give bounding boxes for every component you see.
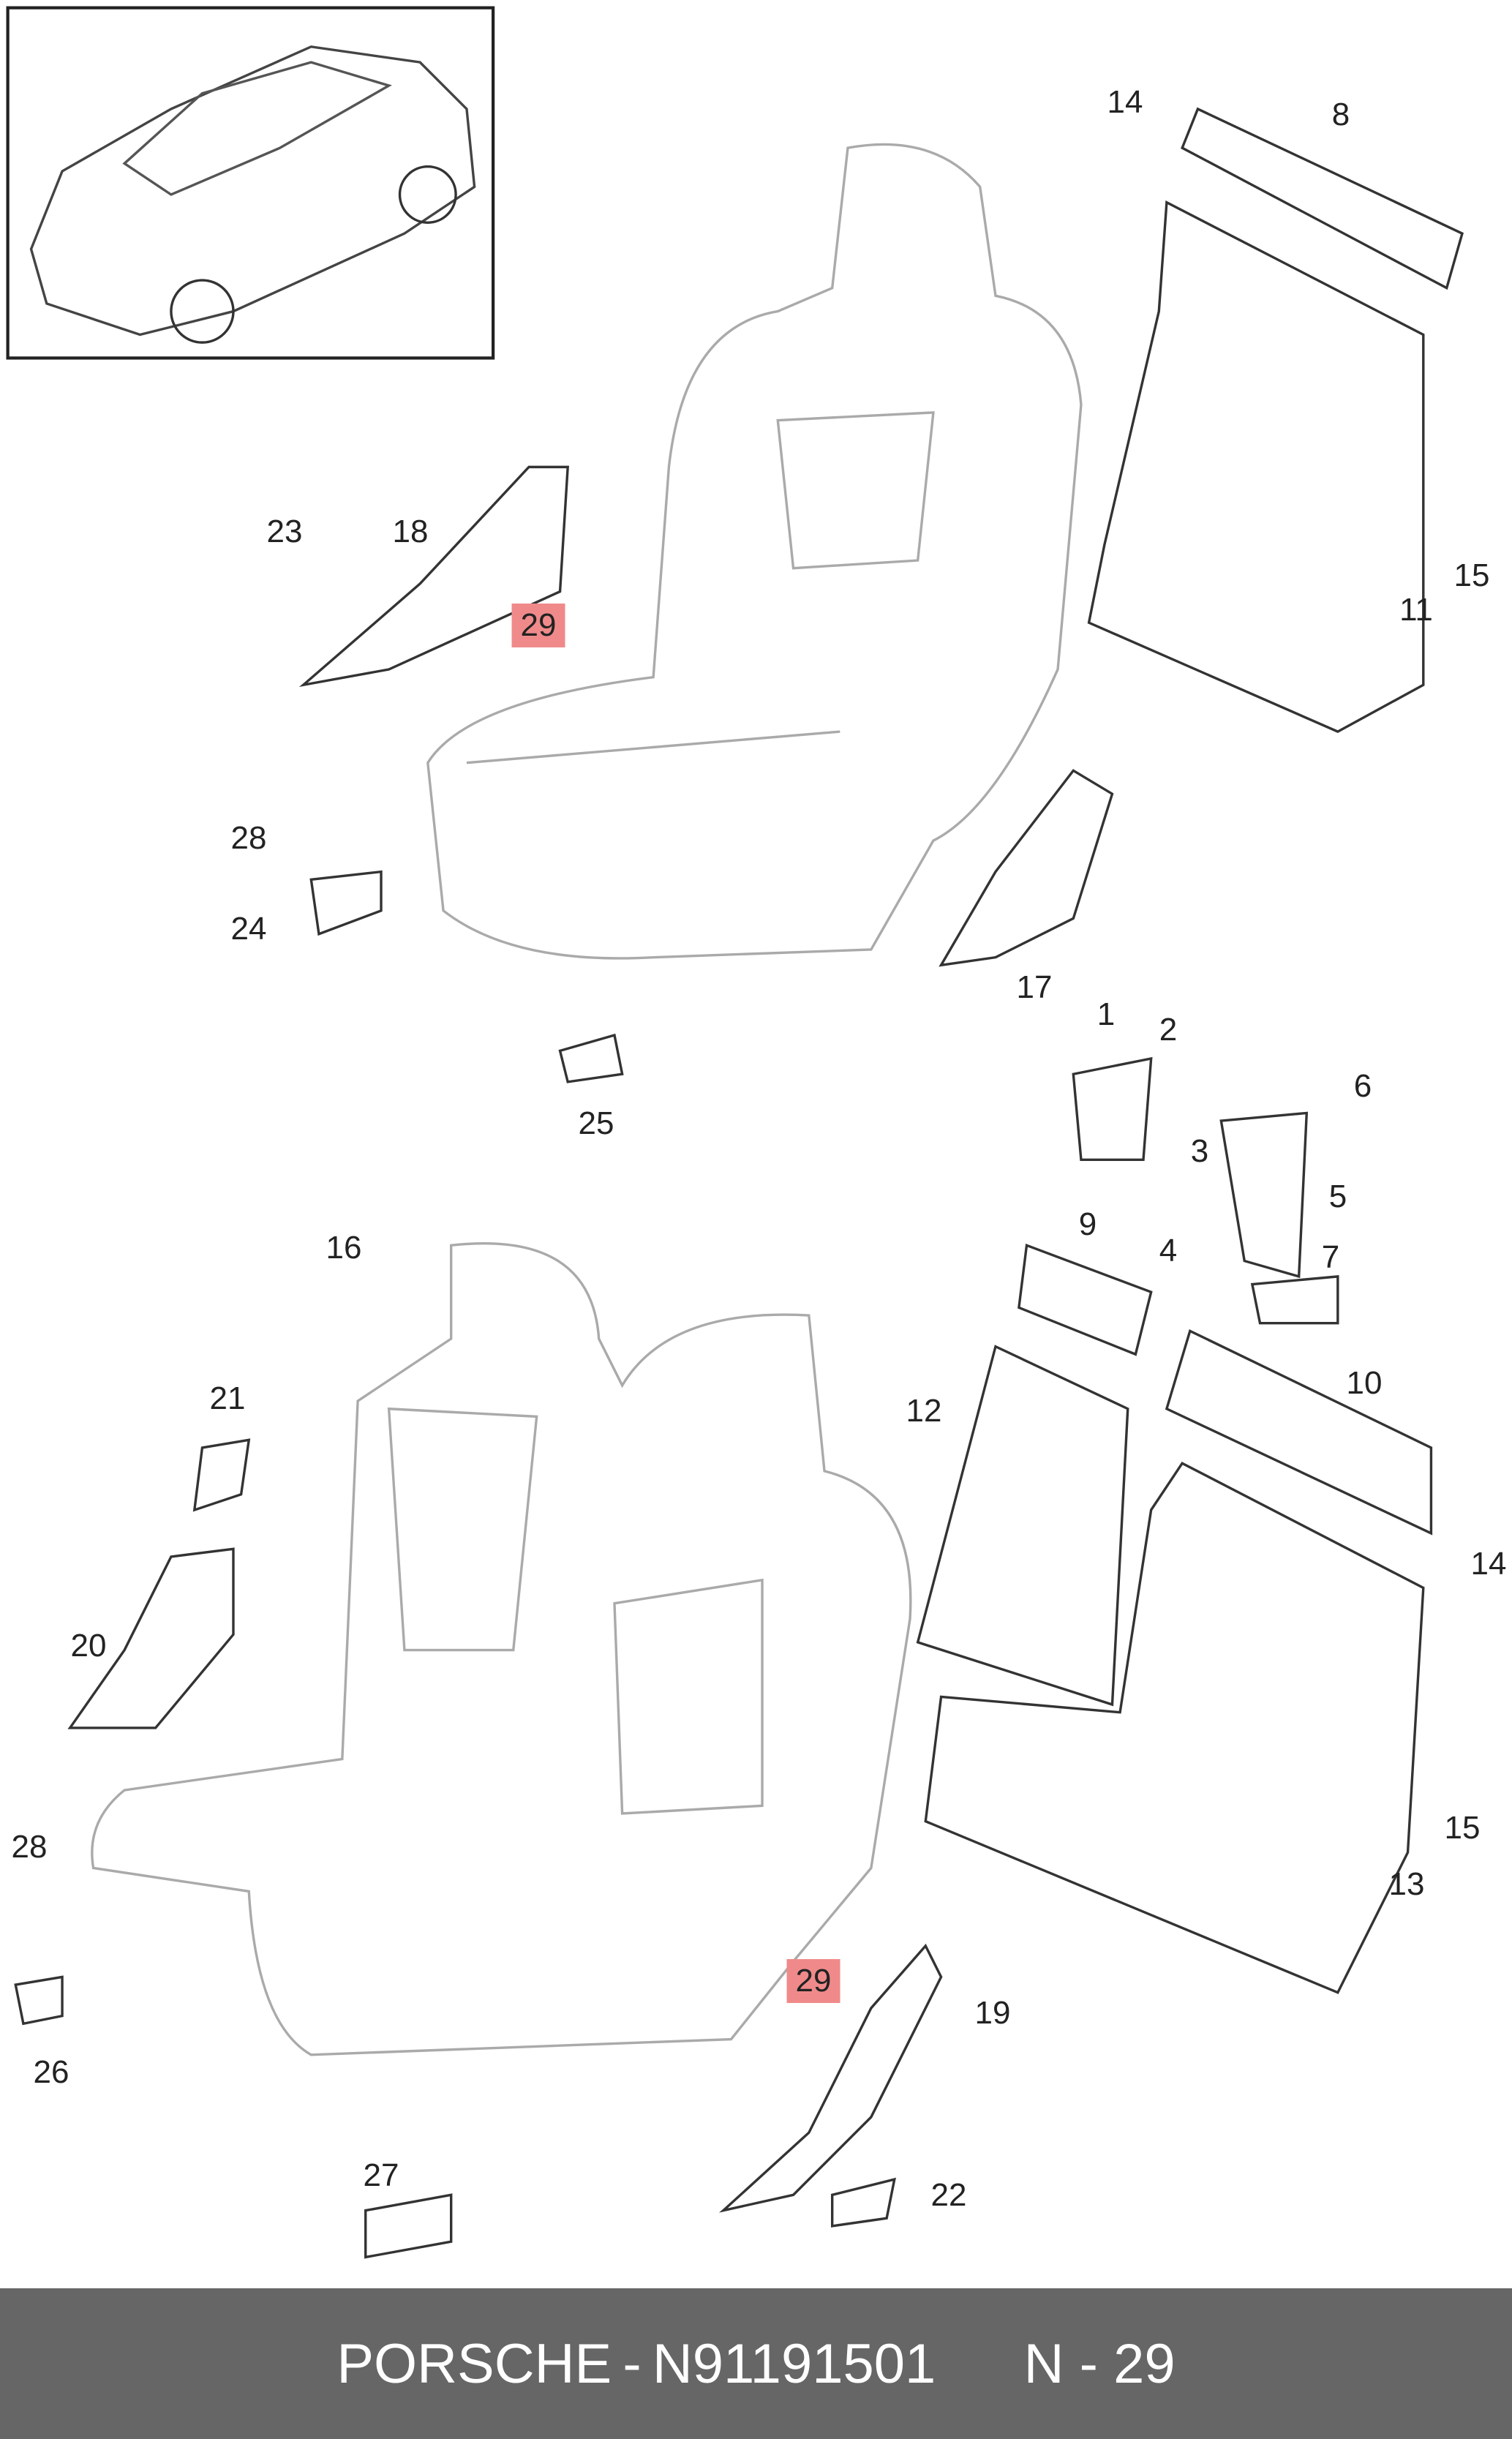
callout-12: 12 [906, 1393, 942, 1429]
vehicle-thumbnail [6, 6, 495, 360]
callout-16: 16 [326, 1230, 362, 1266]
callout-14: 14 [1107, 84, 1143, 120]
upper-trim-parts [298, 107, 1464, 1325]
callout-15-lower: 15 [1444, 1810, 1481, 1846]
rear-seat-outline [91, 1241, 912, 2056]
callout-6: 6 [1353, 1068, 1372, 1104]
callout-28: 28 [230, 820, 267, 856]
brand-name: PORSCHE [336, 2332, 612, 2395]
callout-18: 18 [392, 514, 429, 549]
callout-11: 11 [1399, 592, 1433, 628]
callout-9: 9 [1078, 1206, 1097, 1242]
callout-13: 13 [1388, 1866, 1425, 1902]
rear-backrest-panels [916, 1243, 1433, 1994]
part-number-footer: PORSCHE - N91191501 N - 29 [0, 2288, 1512, 2439]
callout-29-lower-highlighted: 29 [786, 1959, 840, 2003]
front-seat-outline [426, 143, 1083, 960]
callout-8: 8 [1331, 97, 1350, 132]
callout-28-lower: 28 [11, 1829, 48, 1865]
callout-22: 22 [930, 2177, 967, 2213]
part-number: N91191501 [652, 2332, 936, 2395]
callout-1: 1 [1097, 996, 1116, 1032]
callout-15: 15 [1453, 557, 1490, 593]
callout-27: 27 [363, 2157, 399, 2193]
callout-2: 2 [1159, 1012, 1178, 1048]
callout-3: 3 [1190, 1133, 1209, 1169]
callout-26: 26 [33, 2054, 69, 2090]
callout-14-lower: 14 [1470, 1546, 1507, 1582]
callout-5: 5 [1328, 1179, 1347, 1214]
callout-17: 17 [1016, 969, 1053, 1005]
callout-21: 21 [209, 1380, 246, 1416]
callout-24: 24 [230, 911, 267, 947]
rear-backrest-panel-11 [1087, 200, 1425, 734]
position-reference: N - 29 [1023, 2332, 1176, 2395]
callout-23: 23 [266, 514, 303, 549]
separator: - [623, 2332, 642, 2395]
lower-trim-parts [14, 1438, 943, 2259]
callout-25: 25 [578, 1105, 614, 1141]
callout-29-highlighted: 29 [511, 604, 565, 647]
callout-10: 10 [1346, 1365, 1383, 1401]
callout-19: 19 [974, 1995, 1011, 2031]
callout-7: 7 [1321, 1239, 1340, 1275]
callout-4: 4 [1159, 1233, 1178, 1269]
parts-diagram [6, 6, 1464, 2259]
callout-20: 20 [70, 1628, 107, 1664]
